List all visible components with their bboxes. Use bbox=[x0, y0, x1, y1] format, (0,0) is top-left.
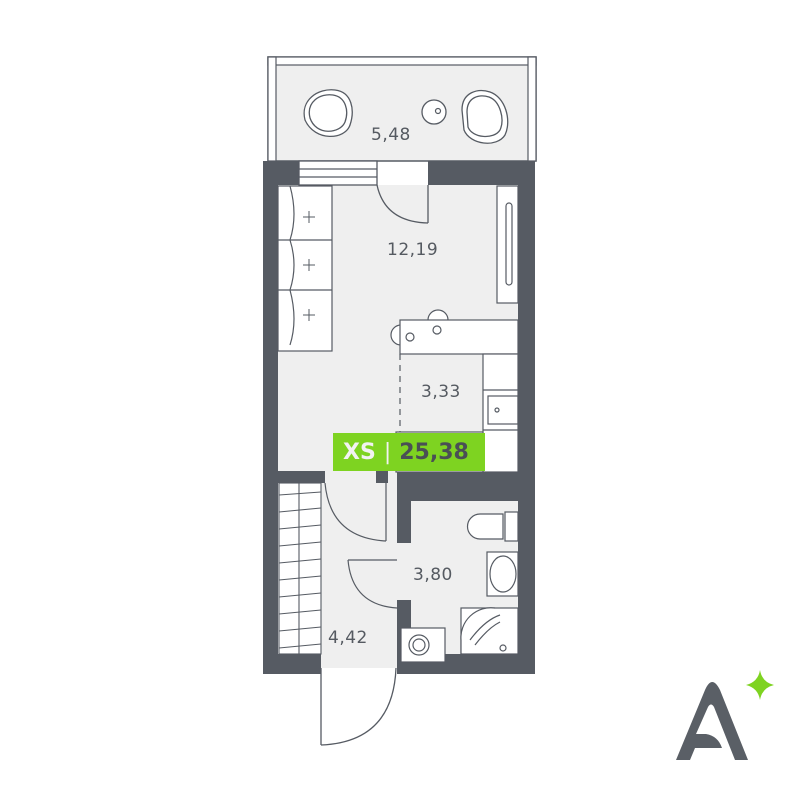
balcony-area: 5,48 bbox=[371, 125, 411, 145]
walls bbox=[263, 161, 535, 674]
sofa bbox=[277, 185, 333, 352]
kitchen-area: 3,33 bbox=[421, 382, 461, 402]
bathroom-fixtures bbox=[400, 501, 519, 663]
apartment-type: XS bbox=[343, 439, 376, 465]
bathroom-area: 3,80 bbox=[413, 565, 453, 585]
badge-separator: | bbox=[383, 439, 392, 465]
hallway-area: 4,42 bbox=[328, 628, 368, 648]
toilet-icon bbox=[466, 513, 504, 540]
sparkle-star-icon bbox=[746, 670, 774, 700]
dining-counter bbox=[390, 309, 519, 355]
total-area: 25,38 bbox=[399, 439, 469, 465]
living-room-area: 12,19 bbox=[387, 240, 438, 260]
hallway-shelves bbox=[278, 482, 322, 655]
entrance-door bbox=[320, 667, 397, 746]
chair-icon bbox=[461, 89, 509, 144]
balcony-door bbox=[298, 160, 429, 224]
balcony: 5,48 bbox=[267, 56, 537, 162]
table-icon bbox=[421, 99, 447, 125]
chair-icon bbox=[303, 89, 353, 137]
interior-doors bbox=[324, 482, 398, 609]
apartment-type-badge: XS | 25,38 bbox=[333, 433, 485, 471]
wardrobe bbox=[496, 185, 519, 304]
brand-logo bbox=[676, 670, 774, 760]
